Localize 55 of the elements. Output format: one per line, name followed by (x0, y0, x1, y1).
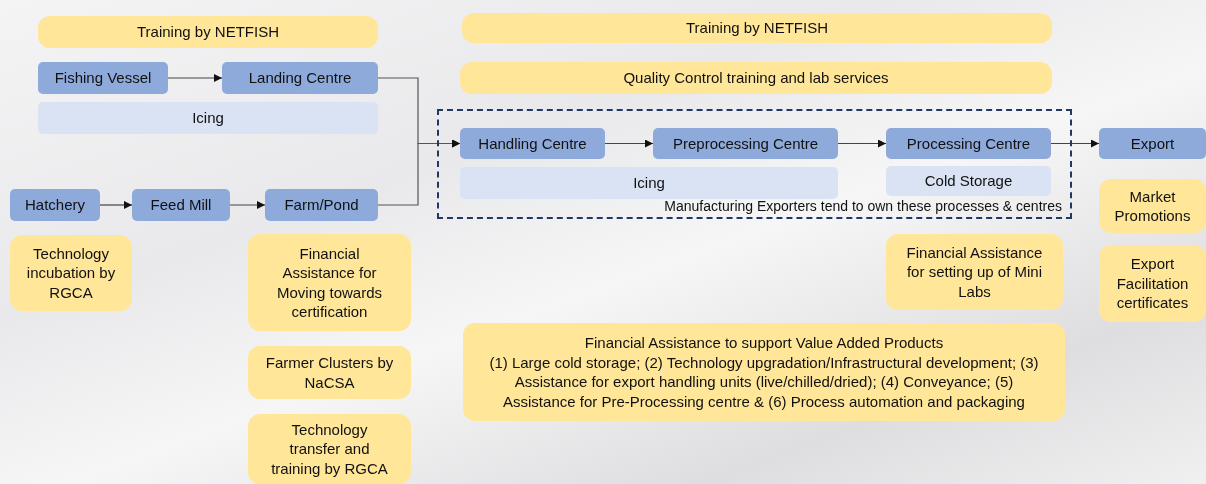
process-box (10, 189, 100, 221)
node-label: Financial Assistance to support Value Added Products (584, 333, 944, 353)
node-label: Technology incubation by RGCA (25, 243, 117, 303)
process-box (222, 62, 378, 94)
node-label: Hatchery (25, 195, 85, 215)
support-box (10, 235, 132, 311)
node-label: Quality Control training and lab services (623, 68, 889, 88)
activity-band (460, 167, 838, 199)
process-box (132, 189, 230, 221)
node-label: Farm/Pond (284, 195, 359, 215)
support-box (886, 234, 1063, 310)
node-label: Market Promotions (1113, 186, 1192, 226)
support-box (463, 323, 1065, 421)
arrow (837, 139, 887, 148)
support-box (38, 16, 378, 48)
process-box (886, 128, 1051, 159)
support-box (248, 346, 411, 399)
arrow (167, 74, 223, 82)
node-label: Fishing Vessel (54, 68, 152, 88)
dashed-group-frame (437, 109, 1072, 219)
node-label: Export Facilitation certificates (1115, 254, 1190, 313)
support-box (248, 414, 411, 484)
node-label: Processing Centre (906, 133, 1031, 154)
node-label: Financial Assistance for setting up of Mini Labs (905, 242, 1044, 302)
node-label: Preprocessing Centre (672, 133, 819, 154)
support-box (462, 13, 1052, 43)
support-box (460, 62, 1052, 94)
arrow (377, 139, 461, 206)
support-box (248, 234, 411, 331)
node-label: Handling Centre (478, 133, 587, 154)
node-description: (1) Large cold storage; (2) Technology upgradation/Infrastructural development; (3) Assistance for export handling units (live/chilled/dried); (4) Conveyance; (5) Assistance for Pre-Processing centre & (6) Process automation and packaging (488, 352, 1040, 411)
process-box (653, 128, 838, 159)
node-label: Icing (192, 108, 224, 128)
process-box (460, 128, 605, 159)
process-box (1099, 128, 1206, 159)
support-box (1099, 179, 1206, 233)
arrow (1050, 139, 1100, 148)
node-label: Training by NETFISH (686, 18, 828, 38)
node-label: Financial Assistance for Moving towards certification (275, 243, 383, 322)
node-label: Technology transfer and training by RGCA (270, 419, 389, 479)
process-box (265, 189, 378, 221)
activity-band (886, 166, 1051, 196)
node-label: Landing Centre (248, 68, 352, 88)
node-label: Feed Mill (150, 195, 212, 215)
node-label: Training by NETFISH (137, 22, 279, 42)
node-label: Cold Storage (924, 171, 1013, 191)
node-label: Icing (633, 173, 665, 193)
node-label: Export (1130, 133, 1175, 154)
group-note: Manufacturing Exporters tend to own these processes & centres (664, 196, 1062, 215)
arrow (99, 201, 133, 209)
arrow (229, 201, 266, 209)
node-label: Farmer Clusters by NaCSA (264, 353, 395, 392)
process-box (38, 62, 168, 94)
arrow (604, 139, 654, 148)
support-box (1099, 245, 1206, 322)
